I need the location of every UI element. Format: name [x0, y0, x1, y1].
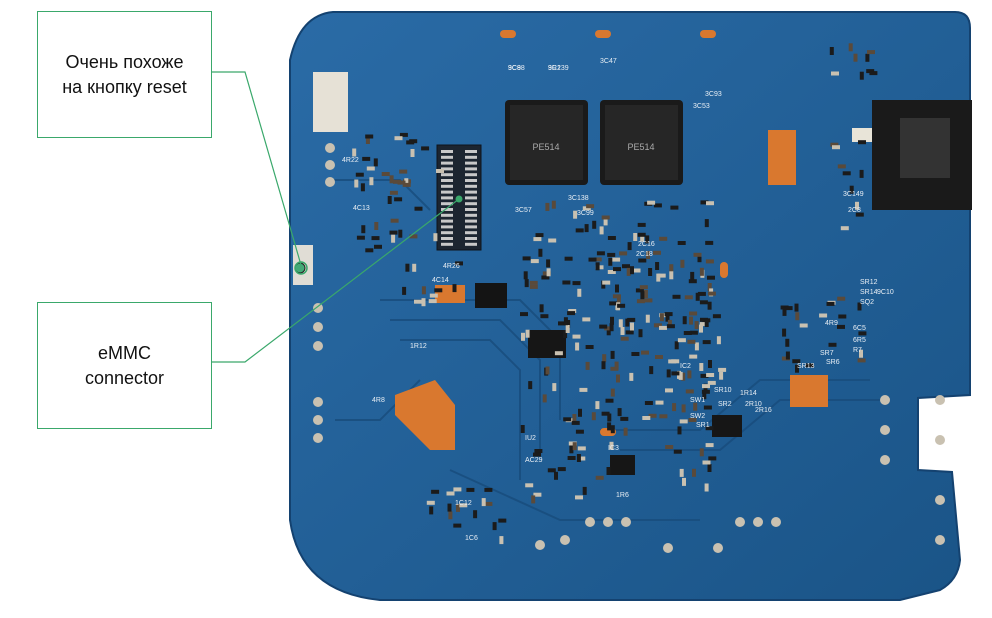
silkscreen-label: 2C18 [636, 251, 653, 258]
silkscreen-label: 4R26 [443, 263, 460, 270]
silkscreen-label: SW1 [690, 397, 705, 404]
silkscreen-label: 3C47 [600, 58, 617, 65]
silkscreen-label: IC3 [608, 445, 619, 452]
silkscreen-label: 6R5 [853, 337, 866, 344]
silkscreen-label: 1C6 [465, 535, 478, 542]
svg-text:PE514: PE514 [532, 142, 559, 152]
memory-chip-1: PE514 [505, 100, 588, 185]
silkscreen-label: SR1 [696, 422, 710, 429]
callout-emmc-connector: eMMC connector [37, 302, 212, 429]
silkscreen-label: 9C8 [508, 65, 521, 72]
small-ic-4 [610, 455, 635, 475]
reset-button-component [293, 245, 313, 285]
silkscreen-label: 4C14 [432, 277, 449, 284]
silkscreen-label: 3C138 [568, 195, 589, 202]
silkscreen-label: 9C10 [877, 289, 894, 296]
silkscreen-label: 2C16 [638, 241, 655, 248]
svg-text:PE514: PE514 [627, 142, 654, 152]
silkscreen-label: 2R10 [745, 401, 762, 408]
silkscreen-label: SQ2 [860, 299, 874, 306]
silkscreen-label: 1R14 [740, 390, 757, 397]
silkscreen-label: IC2 [680, 363, 691, 370]
silkscreen-label: 6C5 [853, 325, 866, 332]
callout-emmc-text: eMMC connector [84, 343, 165, 388]
silkscreen-label: SR13 [797, 363, 815, 370]
callout-reset-text: Очень похоже на кнопку reset [62, 52, 187, 97]
silkscreen-label: SR6 [826, 359, 840, 366]
emmc-connector [436, 144, 482, 251]
silkscreen-label: 9R2 [548, 65, 561, 72]
silkscreen-label: 3C53 [693, 103, 710, 110]
silkscreen-label: 3C57 [515, 207, 532, 214]
copper-pads [395, 30, 828, 450]
silkscreen-label: 1R6 [616, 492, 629, 499]
silkscreen-label: 4C13 [353, 205, 370, 212]
silkscreen-label: 4R22 [342, 157, 359, 164]
silkscreen-label: 3C99 [577, 210, 594, 217]
silkscreen-label: SR2 [718, 401, 732, 408]
silkscreen-label: AC29 [525, 457, 543, 464]
small-ic-3 [712, 415, 742, 437]
ethernet-jack [852, 100, 972, 210]
silkscreen-label: 4R8 [372, 397, 385, 404]
memory-chip-2: PE514 [600, 100, 683, 185]
silkscreen-label: 1R12 [410, 343, 427, 350]
small-ic-1 [475, 283, 507, 308]
silkscreen-label: 3C93 [705, 91, 722, 98]
silkscreen-label: SW2 [690, 413, 705, 420]
white-pad [313, 72, 348, 132]
silkscreen-label: R7 [853, 347, 862, 354]
callout-reset-button: Очень похоже на кнопку reset [37, 11, 212, 138]
silkscreen-label: SR7 [820, 350, 834, 357]
silkscreen-label: 4R9 [825, 320, 838, 327]
silkscreen-label: 3C98 [508, 65, 525, 72]
silkscreen-label: 3C139 [548, 65, 569, 72]
silkscreen-label: SR14 [860, 289, 878, 296]
silkscreen-label: IU2 [525, 435, 536, 442]
silkscreen-label: SR10 [714, 387, 732, 394]
silkscreen-label: 3C149 [843, 191, 864, 198]
silkscreen-label: 1C12 [455, 500, 472, 507]
silkscreen-label: 2C8 [848, 207, 861, 214]
silkscreen-label: 2R16 [755, 407, 772, 414]
silkscreen-label: SR12 [860, 279, 878, 286]
